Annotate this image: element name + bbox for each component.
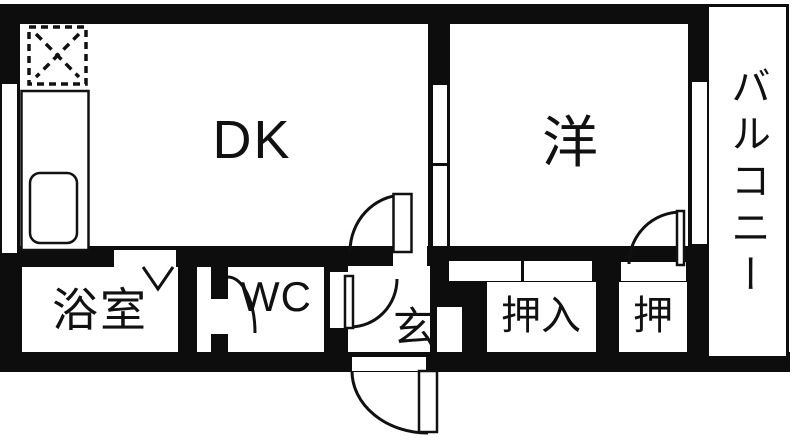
dk-western-sliding-door-pane — [433, 85, 447, 163]
closet-small-door-opening — [621, 262, 686, 281]
kitchen-counter — [20, 89, 90, 252]
entrance-door-opening — [352, 357, 426, 371]
closet-sliding-panel — [449, 261, 521, 281]
dk-door-leaf — [392, 192, 413, 254]
room-label-dk: DK — [212, 110, 292, 170]
room-label-entrance: 玄 — [392, 304, 436, 351]
closet-sliding-panel — [524, 261, 592, 281]
dk-western-sliding-door-pane — [433, 166, 447, 246]
refrigerator-symbol — [27, 25, 88, 86]
room-label-closet-small: 押 — [633, 294, 673, 338]
closet-small-floor — [619, 282, 687, 352]
wc-door-opening — [211, 299, 228, 334]
room-label-bathroom: 浴室 — [52, 284, 148, 336]
bathroom-door-opening — [114, 250, 176, 268]
closet-large-floor — [487, 282, 596, 352]
room-label-balcony: バルコニー — [725, 65, 769, 301]
entrance-door-leaf — [417, 369, 439, 434]
balcony-area — [706, 4, 789, 359]
dk-door-opening — [393, 246, 427, 268]
hall-door-opening — [330, 272, 348, 328]
entrance-door-arc — [350, 370, 429, 435]
wall-top — [0, 4, 712, 24]
hallway-strip — [197, 267, 211, 352]
kitchen-sink — [28, 171, 79, 245]
western-room-window — [692, 82, 707, 244]
room-label-western: 洋 — [542, 111, 598, 174]
entrance-step — [437, 307, 462, 352]
dk-door-arc — [348, 193, 403, 252]
room-label-wc: WC — [240, 273, 312, 320]
kitchen-window — [2, 84, 17, 253]
room-label-closet-large: 押入 — [501, 294, 581, 338]
